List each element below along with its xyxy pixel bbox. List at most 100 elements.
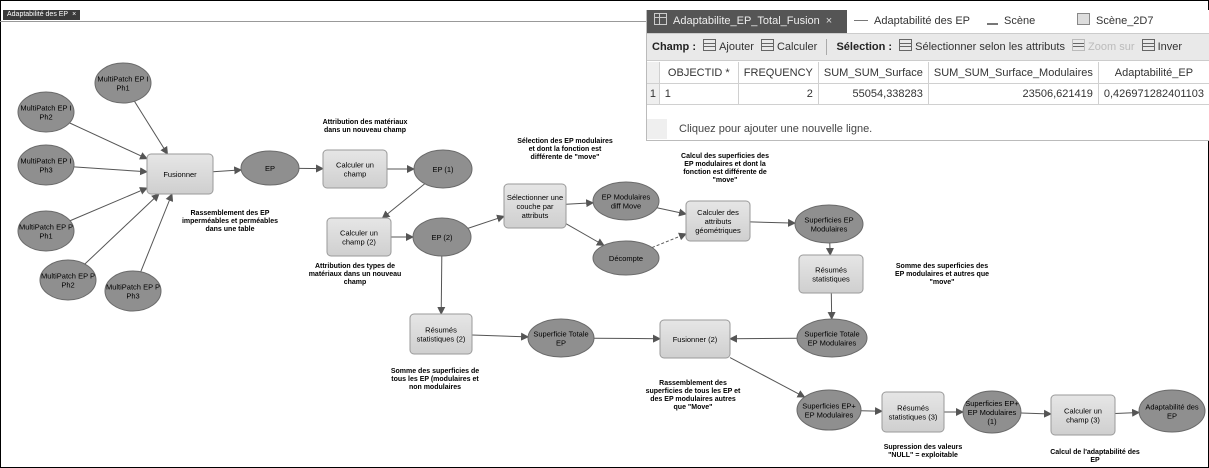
connector-arrow	[1020, 409, 1052, 418]
tool-node-fusionner2[interactable]: Fusionner (2)	[659, 319, 731, 359]
model-tab[interactable]: Adaptabilité des EP×	[3, 10, 81, 20]
zoom-to-label: Zoom sur	[1088, 41, 1135, 53]
close-icon[interactable]: ×	[72, 11, 77, 18]
node-label: EP	[1167, 412, 1177, 421]
node-label: EP	[556, 339, 566, 348]
scene-icon	[987, 15, 998, 25]
node-label: MultiPatch EP P	[41, 272, 95, 281]
annotation-line: Attribution des matériaux	[323, 119, 408, 126]
zoom-to-button[interactable]: Zoom sur	[1072, 34, 1135, 60]
calculate-field-button[interactable]: Calculer	[760, 34, 818, 60]
connector-arrow	[565, 223, 605, 246]
node-label: Superficies EP+	[965, 399, 1019, 408]
tab-model[interactable]: Adaptabilité des EP	[847, 10, 980, 33]
table-cell[interactable]: 0,426971282401103	[1098, 83, 1209, 105]
annotation-line: dans un nouveau champ	[324, 127, 406, 134]
node-label: Sélectionner une	[507, 193, 563, 202]
node-label: Ph2	[39, 113, 52, 122]
data-node-decompte[interactable]: Décompte	[592, 240, 660, 276]
connector-arrow	[467, 214, 505, 229]
add-field-button[interactable]: Ajouter	[703, 34, 754, 60]
node-label: Décompte	[609, 254, 643, 263]
connector-arrow	[84, 193, 160, 265]
table-row[interactable]: 1 1 2 55054,338283 23506,621419 0,426971…	[647, 83, 1209, 105]
connector-arrow	[69, 122, 148, 160]
connector-arrow	[651, 232, 687, 249]
node-label: couche par	[516, 202, 554, 211]
connector-arrow	[565, 199, 595, 208]
annotation-line: "move"	[930, 279, 955, 286]
toolbar-divider	[826, 39, 828, 56]
connector-arrow	[656, 207, 687, 217]
table-cell[interactable]: 55054,338283	[818, 83, 929, 105]
tab-attribute-table[interactable]: Adaptabilite_EP_Total_Fusion×	[647, 10, 847, 33]
tab-scene[interactable]: Scène	[980, 10, 1070, 33]
column-header[interactable]: SUM_SUM_Surface_Modulaires	[928, 62, 1099, 84]
annotation-line: Supression des valeurs	[884, 444, 963, 451]
node-label: Résumés	[425, 326, 457, 335]
connector-arrow	[1114, 408, 1141, 417]
data-node-sup-ep-plus[interactable]: Superficies EP+EP Modulaires	[796, 389, 862, 431]
switch-selection-button[interactable]: Inver	[1141, 34, 1182, 60]
node-label: diff Move	[611, 202, 641, 211]
attribute-grid: OBJECTID * FREQUENCY SUM_SUM_Surface SUM…	[647, 62, 1209, 105]
node-label: champ	[344, 170, 367, 179]
connector-arrow	[437, 255, 446, 315]
column-header[interactable]: SUM_SUM_Surface	[818, 62, 929, 84]
calculate-label: Calculer	[776, 41, 818, 53]
table-cell[interactable]: 2	[738, 83, 819, 105]
data-node-sup-ep-plus1[interactable]: Superficies EP+EP Modulaires(1)	[962, 390, 1022, 434]
column-header[interactable]: OBJECTID *	[659, 62, 739, 84]
column-header[interactable]: FREQUENCY	[738, 62, 819, 84]
tool-node-fusionner[interactable]: Fusionner	[146, 153, 214, 195]
column-header[interactable]: Adaptabilité_EP	[1098, 62, 1209, 84]
annotation-line: EP	[1090, 457, 1100, 464]
node-label: Superficies EP+	[802, 402, 856, 411]
node-label: statistiques (3)	[889, 413, 938, 422]
annotation-line: différente de "move"	[531, 154, 600, 161]
annotation-line: que "Move"	[674, 404, 713, 411]
annotation-line: Sélection des EP modulaires	[517, 138, 613, 145]
data-node-ep[interactable]: EP	[240, 150, 300, 186]
table-cell[interactable]: 1	[659, 83, 739, 105]
tab-scene-2d7[interactable]: Scène_2D7	[1070, 10, 1209, 33]
connector-arrow	[749, 218, 797, 227]
node-label: Calculer des	[697, 208, 739, 217]
data-node-ep2[interactable]: EP (2)	[412, 217, 472, 257]
close-icon[interactable]: ×	[825, 15, 833, 27]
annotation-line: fonction est différente de	[683, 169, 767, 176]
annotation-line: tous les EP (modulaires et	[391, 376, 479, 383]
annotation-line: et dont la fonction est	[529, 146, 602, 153]
node-label: EP (2)	[431, 233, 453, 242]
add-row-prompt[interactable]: Cliquez pour ajouter une nouvelle ligne.	[647, 119, 1209, 139]
header-row: OBJECTID * FREQUENCY SUM_SUM_Surface SUM…	[647, 62, 1209, 84]
annotation-line: Calcul de l'adaptabilité des	[1050, 449, 1140, 456]
annotation-line: imperméables et perméables	[182, 218, 278, 225]
data-node-ep1[interactable]: EP (1)	[413, 149, 473, 189]
row-number[interactable]: 1	[647, 83, 660, 105]
select-by-attributes-button[interactable]: Sélectionner selon les attributs	[899, 34, 1065, 60]
table-cell[interactable]: 23506,621419	[928, 83, 1099, 105]
